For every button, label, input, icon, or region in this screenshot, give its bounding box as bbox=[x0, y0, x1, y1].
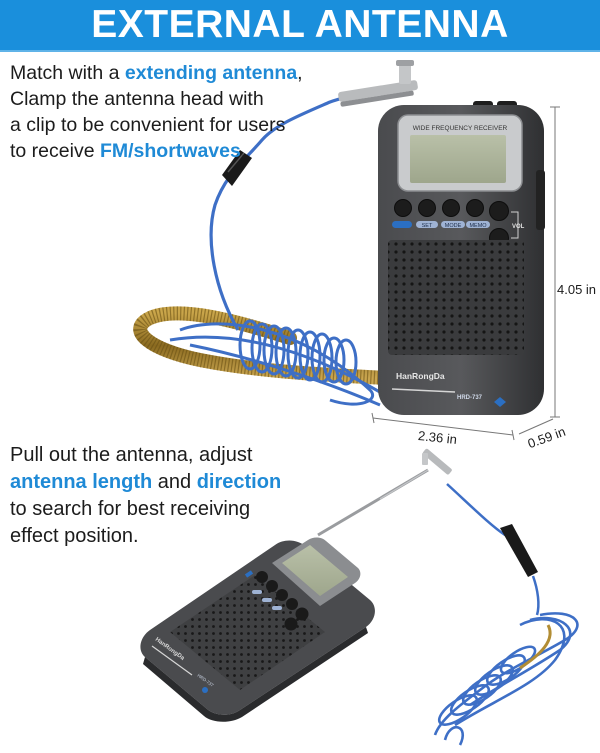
brand-label: HanRongDa bbox=[396, 371, 445, 381]
top-line-4: to receive FM/shortwaves. bbox=[10, 140, 247, 162]
top-description: Match with a extending antenna, Clamp th… bbox=[10, 60, 310, 164]
banner-title: EXTERNAL ANTENNA bbox=[91, 3, 509, 46]
highlight-antenna-length: antenna length bbox=[10, 471, 153, 493]
highlight-extending-antenna: extending antenna bbox=[124, 62, 298, 84]
alligator-clip-icon bbox=[338, 60, 418, 107]
dimension-lines bbox=[371, 106, 560, 441]
vol-label: VOL bbox=[512, 224, 525, 230]
mode-label: MODE bbox=[445, 223, 462, 229]
radio-front-view: WIDE FREQUENCY RECEIVER SET MODE MEMO VO… bbox=[378, 101, 545, 415]
highlight-fm-shortwaves: FM/shortwaves bbox=[99, 140, 241, 162]
radio-angled-view: HanRongDa HRD-737 bbox=[140, 537, 375, 722]
dimension-height: 4.05 in bbox=[557, 282, 597, 297]
panel-label: WIDE FREQUENCY RECEIVER bbox=[413, 125, 508, 132]
top-line-1: Match with a extending antenna, bbox=[10, 62, 303, 84]
bottom-line-2: antenna length and direction bbox=[10, 471, 282, 493]
top-line-2: Clamp the antenna head with bbox=[10, 88, 264, 110]
bottom-description: Pull out the antenna, adjust antenna len… bbox=[10, 442, 320, 550]
telescopic-antenna bbox=[317, 468, 429, 537]
coiled-antenna-top bbox=[133, 60, 418, 407]
coiled-antenna-bottom bbox=[433, 483, 579, 746]
bottom-line-3: to search for best receiving bbox=[10, 498, 251, 520]
top-line-3: a clip to be convenient for users bbox=[10, 114, 286, 136]
bottom-line-1: Pull out the antenna, adjust bbox=[10, 444, 253, 466]
alligator-clip-bottom-icon bbox=[422, 448, 452, 475]
bottom-line-4: effect position. bbox=[10, 525, 139, 547]
highlight-direction: direction bbox=[196, 471, 282, 493]
header-banner: EXTERNAL ANTENNA bbox=[0, 0, 600, 52]
model-label: HRD-737 bbox=[457, 395, 483, 401]
memo-label: MEMO bbox=[469, 223, 487, 229]
set-label: SET bbox=[422, 223, 433, 229]
